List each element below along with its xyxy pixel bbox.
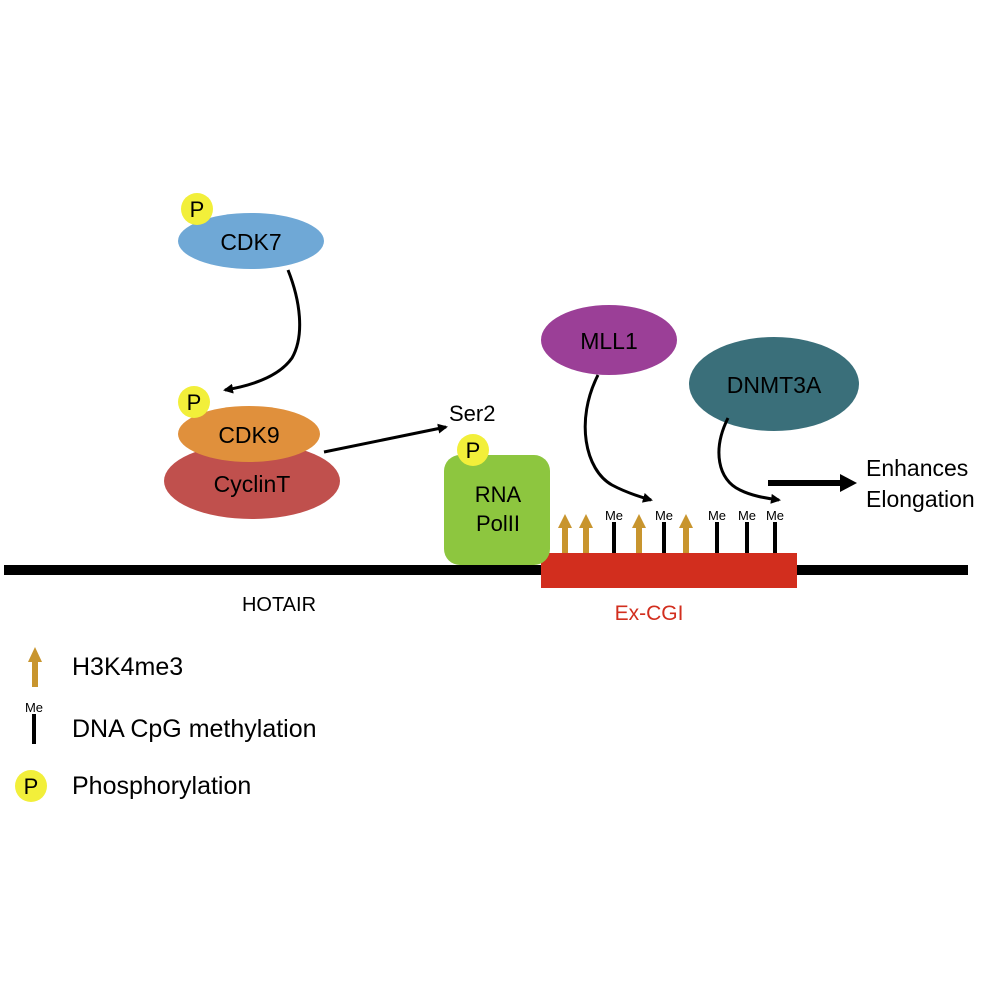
cdk7-label: CDK7 bbox=[220, 229, 281, 255]
cdk9-ellipse bbox=[178, 406, 320, 462]
phospho-symbol: P bbox=[187, 390, 202, 415]
rna-polii-label-line1: RNA bbox=[475, 482, 522, 507]
ex-cgi-region bbox=[541, 553, 797, 588]
me-label: Me bbox=[738, 508, 756, 523]
h3k4me3-arrow bbox=[558, 514, 572, 553]
legend-methylation-label: DNA CpG methylation bbox=[72, 715, 317, 743]
cdk7-to-cdk9-arrow bbox=[223, 269, 302, 394]
enhances-label-line2: Elongation bbox=[866, 486, 975, 512]
phospho-symbol: P bbox=[24, 774, 39, 799]
enhances-elongation-arrow bbox=[768, 474, 857, 492]
rna-polii-node: RNA PolII bbox=[444, 455, 550, 565]
cyclint-ellipse bbox=[164, 443, 340, 519]
dnmt3a-to-methylation-arrow bbox=[717, 417, 781, 504]
phospho-badge-cdk9: P bbox=[178, 386, 210, 418]
me-label: Me bbox=[605, 508, 623, 523]
cpg-methylation-mark: Me bbox=[708, 508, 726, 553]
mll1-label: MLL1 bbox=[580, 328, 638, 354]
me-label: Me bbox=[766, 508, 784, 523]
cpg-methylation-mark: Me bbox=[605, 508, 623, 553]
me-label: Me bbox=[25, 700, 43, 715]
legend-h3k4me3-label: H3K4me3 bbox=[72, 653, 183, 681]
cpg-methylation-mark: Me bbox=[738, 508, 756, 553]
legend-methylation-icon: Me bbox=[25, 700, 43, 744]
legend: H3K4me3 Me DNA CpG methylation P Phospho… bbox=[15, 647, 317, 802]
legend-h3k4me3-arrow-icon bbox=[28, 647, 42, 687]
dnmt3a-label: DNMT3A bbox=[727, 372, 822, 398]
ser2-label: Ser2 bbox=[449, 401, 495, 426]
legend-phosphorylation: P Phosphorylation bbox=[15, 770, 251, 802]
cpg-methylation-mark: Me bbox=[766, 508, 784, 553]
cpg-methylation-mark: Me bbox=[655, 508, 673, 553]
hotair-label: HOTAIR bbox=[242, 594, 316, 616]
h3k4me3-arrow-group bbox=[558, 514, 693, 553]
cdk9-node: CDK9 bbox=[178, 406, 320, 462]
phospho-symbol: P bbox=[190, 197, 205, 222]
dna-strand bbox=[4, 565, 968, 575]
cdk9-to-ser2-arrow bbox=[323, 423, 448, 454]
me-label: Me bbox=[708, 508, 726, 523]
cyclint-node: CyclinT bbox=[164, 443, 340, 519]
h3k4me3-arrow bbox=[579, 514, 593, 553]
me-label: Me bbox=[655, 508, 673, 523]
legend-h3k4me3: H3K4me3 bbox=[28, 647, 183, 687]
h3k4me3-arrow bbox=[632, 514, 646, 553]
cdk7-node: CDK7 bbox=[178, 213, 324, 269]
h3k4me3-arrow bbox=[679, 514, 693, 553]
legend-phospho-icon: P bbox=[15, 770, 47, 802]
mll1-node: MLL1 bbox=[541, 305, 677, 375]
enhances-label-line1: Enhances bbox=[866, 455, 968, 481]
cdk9-label: CDK9 bbox=[218, 422, 279, 448]
ex-cgi-label: Ex-CGI bbox=[615, 602, 684, 625]
mll1-ellipse bbox=[541, 305, 677, 375]
cdk7-ellipse bbox=[178, 213, 324, 269]
mll1-to-methylation-arrow bbox=[583, 374, 653, 503]
phospho-symbol: P bbox=[466, 438, 481, 463]
legend-methylation: Me DNA CpG methylation bbox=[25, 700, 317, 744]
phospho-badge-cdk7: P bbox=[181, 193, 213, 225]
cyclint-label: CyclinT bbox=[214, 471, 291, 497]
rna-polii-box bbox=[444, 455, 550, 565]
dnmt3a-ellipse bbox=[689, 337, 859, 431]
phospho-badge-polii: P bbox=[457, 434, 489, 466]
dnmt3a-node: DNMT3A bbox=[689, 337, 859, 431]
rna-polii-label-line2: PolII bbox=[476, 511, 520, 536]
legend-phosphorylation-label: Phosphorylation bbox=[72, 772, 251, 800]
cpg-methylation-group: Me Me Me Me Me bbox=[605, 508, 784, 553]
